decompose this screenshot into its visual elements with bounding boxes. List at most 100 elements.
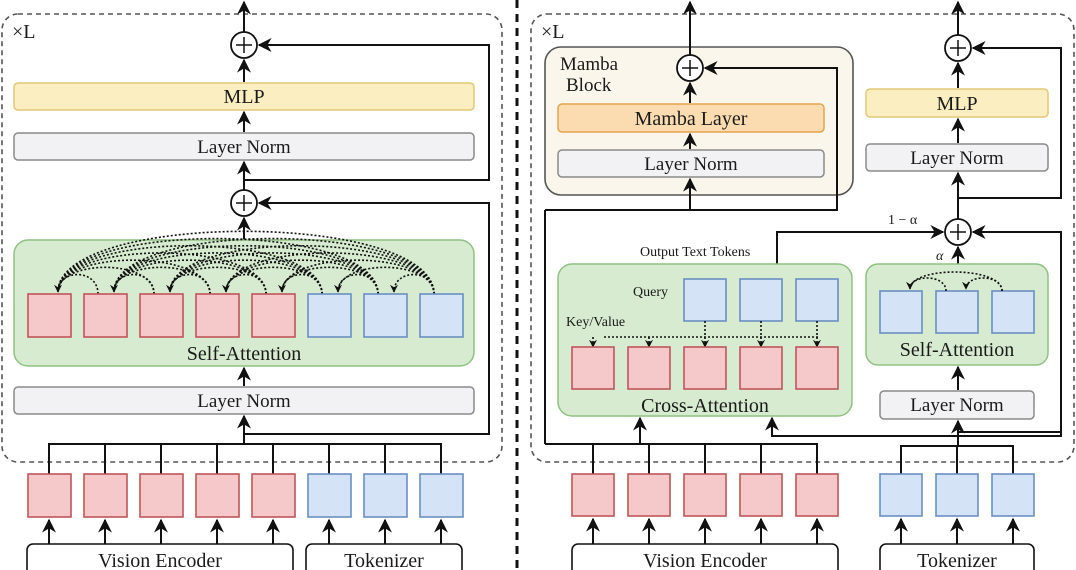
mamba-layer-norm — [557, 149, 825, 178]
input-vision-token — [627, 473, 671, 517]
right-mlp-layer-norm-label: Layer Norm — [910, 148, 1004, 169]
plus-icon — [236, 37, 252, 53]
key-value-token — [795, 346, 839, 390]
input-text-token — [307, 473, 352, 518]
left-mlp-box — [13, 82, 475, 111]
input-text-token — [363, 473, 408, 518]
right-mlp-box — [865, 88, 1049, 118]
self-attn-residual — [958, 225, 1062, 433]
output-text-tokens-label: Output Text Tokens — [640, 245, 750, 260]
right-self-attention-tokens — [879, 271, 1035, 334]
input-vision-token — [139, 473, 184, 518]
right-vision-encoder-label: Vision Encoder — [643, 550, 767, 570]
cross-attention-label: Cross-Attention — [641, 395, 769, 417]
query-token — [683, 278, 727, 322]
attention-arc — [225, 266, 323, 295]
input-text-token — [879, 473, 923, 517]
input-vision-token — [251, 473, 296, 518]
input-vision-token — [571, 473, 615, 517]
attention-arc — [113, 252, 323, 295]
left-input-tokens — [27, 443, 464, 544]
attention-arc — [57, 259, 211, 295]
mlp-residual — [958, 41, 1062, 199]
input-text-token — [991, 473, 1035, 517]
input-vision-token — [795, 473, 839, 517]
left-tokenizer-label: Tokenizer — [344, 550, 424, 570]
left-mlp-label: MLP — [223, 86, 264, 108]
left-layer-norm-top-label: Layer Norm — [197, 137, 291, 158]
query-token — [739, 278, 783, 322]
left-tokenizer — [305, 543, 463, 570]
key-value-label: Key/Value — [566, 315, 625, 330]
attention-arc — [57, 237, 379, 295]
plus-icon — [682, 60, 698, 76]
right-mlp-label: MLP — [936, 93, 977, 115]
input-text-token — [935, 473, 979, 517]
right-vision-encoder — [571, 543, 839, 570]
mamba-layer-box — [557, 103, 825, 133]
attention-arc — [57, 244, 323, 295]
left-attention-tokens — [27, 293, 464, 338]
key-value-token — [683, 346, 727, 390]
attention-arc — [169, 244, 435, 295]
right-self-attn-layer-norm — [879, 390, 1035, 420]
attention-arc — [909, 271, 1003, 292]
attn-vision-token — [27, 293, 72, 338]
left-layer-norm-bottom-label: Layer Norm — [197, 391, 291, 412]
right-tokenizer-label: Tokenizer — [917, 550, 997, 570]
left-self-attention-label: Self-Attention — [187, 343, 301, 365]
attention-arc — [113, 244, 379, 295]
right-self-attn-layer-norm-label: Layer Norm — [910, 395, 1004, 416]
key-value-token — [739, 346, 783, 390]
right-self-attention-label: Self-Attention — [900, 339, 1014, 361]
one-minus-alpha-label: 1 − α — [888, 213, 918, 228]
mamba-layer-label: Mamba Layer — [635, 108, 748, 130]
key-value-token — [571, 346, 615, 390]
left-repeat-frame — [1, 13, 503, 463]
input-vision-token — [27, 473, 72, 518]
input-vision-token — [739, 473, 783, 517]
attn-text-token — [419, 293, 464, 338]
left-vision-encoder-label: Vision Encoder — [98, 550, 222, 570]
plus-icon — [950, 40, 966, 56]
attention-arc — [225, 252, 435, 295]
attention-arc — [57, 230, 435, 295]
attention-arc — [169, 266, 267, 295]
cross-attn-output-line — [776, 225, 945, 264]
cross-attention-tokens — [571, 278, 839, 390]
attn-vision-token — [83, 293, 128, 338]
plus-icon — [950, 224, 966, 240]
left-layer-norm-top — [13, 132, 475, 161]
left-layer-norm-bottom — [13, 386, 475, 415]
attention-arc — [906, 277, 947, 292]
self-attn-text-token — [991, 290, 1035, 334]
right-repeat-label: ×L — [541, 21, 565, 43]
query-token — [795, 278, 839, 322]
left-panel-transformer: ×L MLP Layer Norm Self-Attention Layer N… — [1, 0, 503, 570]
attn-vision-token — [139, 293, 184, 338]
attention-arc — [113, 237, 435, 295]
attention-arc — [169, 252, 379, 295]
attention-arc — [113, 266, 211, 295]
input-vision-token — [683, 473, 727, 517]
query-label: Query — [633, 285, 668, 300]
left-repeat-label: ×L — [12, 21, 36, 43]
attention-arc — [281, 266, 379, 295]
left-residual-bottom — [244, 196, 490, 435]
left-vision-encoder — [26, 543, 294, 570]
text-to-cross-attn — [765, 416, 1062, 437]
right-tokenizer — [879, 543, 1035, 570]
mamba-block-label-line2: Block — [566, 75, 612, 96]
right-input-tokens — [545, 443, 1035, 544]
right-panel-hybrid: ×L Mamba Block Mamba Layer Layer Norm ML… — [530, 0, 1075, 570]
input-text-token — [419, 473, 464, 518]
input-vision-token — [83, 473, 128, 518]
left-residual-top — [244, 38, 490, 181]
key-value-token — [627, 346, 671, 390]
attn-vision-token — [195, 293, 240, 338]
plus-icon — [236, 195, 252, 211]
attn-vision-token — [251, 293, 296, 338]
self-attn-text-token — [879, 290, 923, 334]
right-mlp-layer-norm — [865, 143, 1049, 172]
